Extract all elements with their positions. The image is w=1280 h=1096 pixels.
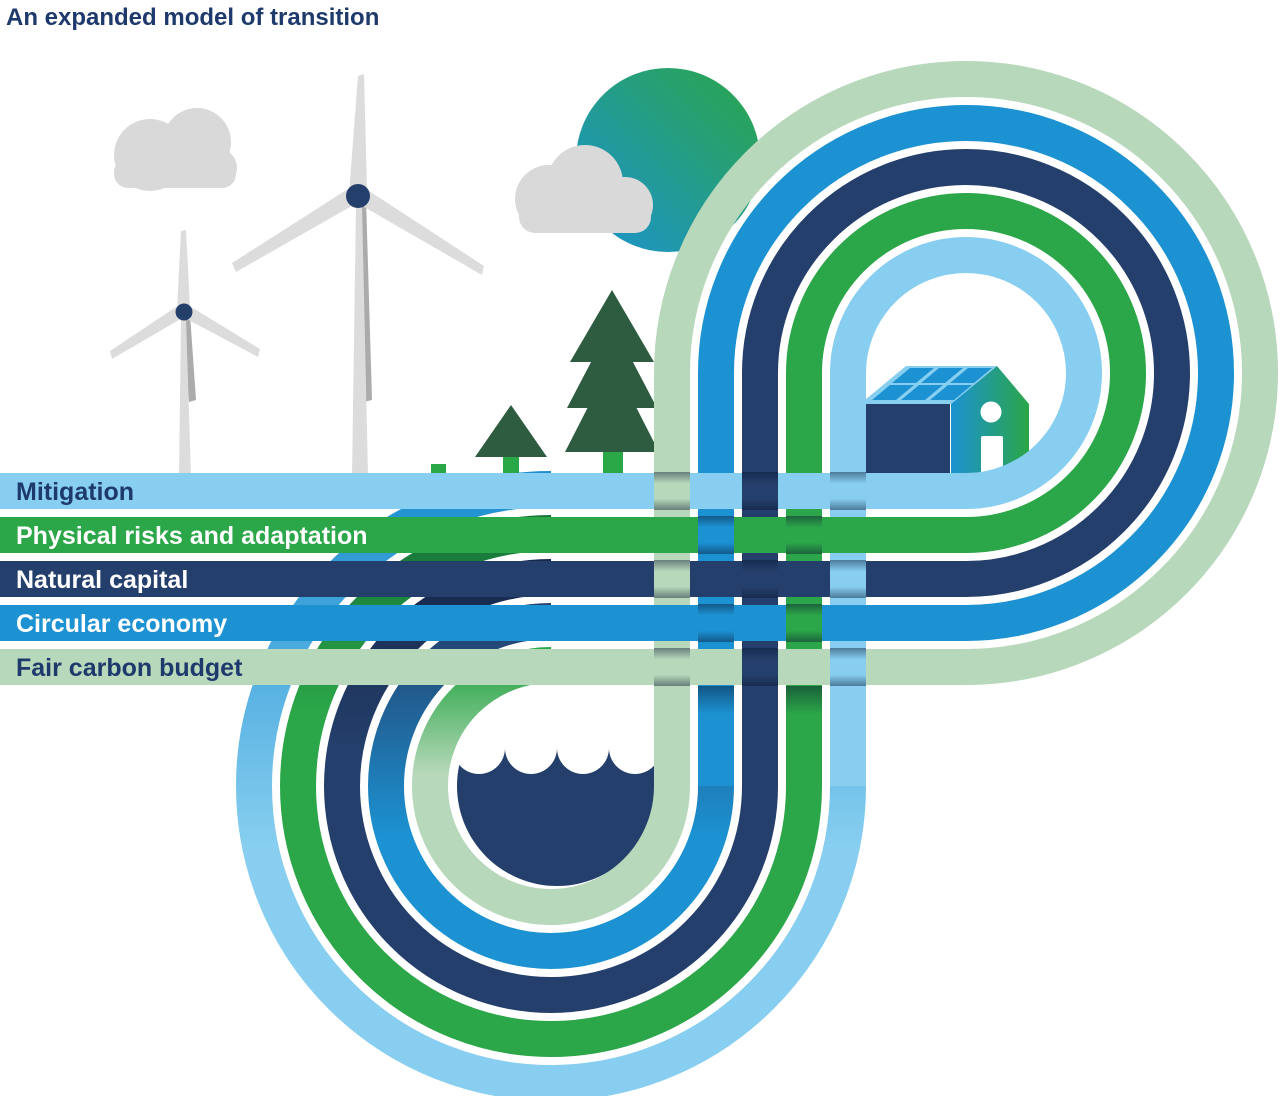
diagram-title: An expanded model of transition [6, 4, 379, 31]
house-door-icon [981, 436, 1003, 473]
ribbon-labels: Mitigation Physical risks and adaptation… [16, 478, 368, 682]
ribbon-label-mitigation: Mitigation [16, 478, 134, 506]
weave-patches [654, 472, 866, 714]
wind-turbine-icon-large [232, 74, 484, 476]
ribbon-label-natural-capital: Natural capital [16, 566, 188, 594]
solar-panel-icon [872, 368, 992, 400]
ribbon-label-physical-risks: Physical risks and adaptation [16, 522, 368, 550]
pine-tree-icon-small [475, 405, 547, 477]
pine-tree-icon-large [565, 290, 659, 477]
house-window-icon [980, 401, 1002, 423]
water-icon [445, 680, 669, 886]
house-icon [860, 366, 1029, 473]
ribbon-label-fair-carbon: Fair carbon budget [16, 654, 243, 682]
ribbon-label-circular-economy: Circular economy [16, 610, 227, 638]
wind-turbine-icon-small [110, 230, 260, 476]
cloud-icon-right [515, 145, 653, 233]
cloud-icon-left [114, 108, 237, 191]
